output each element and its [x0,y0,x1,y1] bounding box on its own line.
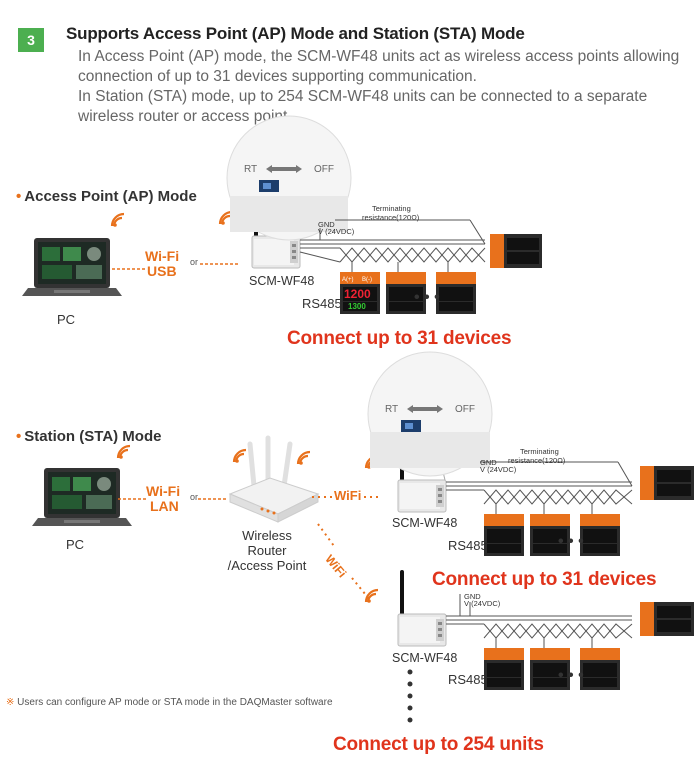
ap-laptop-icon [22,238,122,296]
sta-gnd-label: GND [480,458,497,467]
ap-link-usb: USB [147,263,177,279]
sta-link-wifi: Wi-Fi [146,483,181,499]
sta2-v-label: V (24VDC) [464,599,501,608]
sta-switch-zoom: RT OFF [367,351,493,481]
sta1-terminal-controller [640,466,694,500]
sta-connect-text-2: Connect up to 254 units [333,734,544,755]
ap-mode-title-text: Access Point (AP) Mode [24,188,197,205]
sta2-gnd-label: GND [464,592,481,601]
sta-mode-title: •Station (STA) Mode [16,428,161,445]
ap-ellipsis: • • • [414,289,440,306]
sta1-ellipsis: • • • [558,533,584,550]
ap-switch-zoom: RT OFF [226,115,352,241]
note-mark: ※ [6,697,15,708]
sta-pc-wifi-icon [116,444,132,460]
sta-link-or: or [190,492,199,502]
ap-b-label: B(-) [362,277,372,283]
sta2-ellipsis: • • • [558,667,584,684]
router-label: Wireless Router /Access Point [222,528,312,573]
section-description: In Access Point (AP) mode, the SCM-WF48 … [78,47,688,127]
ap-gnd-label: GND [318,220,335,229]
ap-a-label: A(+) [342,277,354,283]
sta-device-label-2: SCM-WF48 [392,651,458,665]
section-title: Supports Access Point (AP) Mode and Stat… [66,24,525,43]
ap-rs485-bus [299,219,486,272]
sta-mode-title-text: Station (STA) Mode [24,428,162,445]
ap-switch-rt: RT [244,164,257,175]
sta-laptop-icon [32,468,132,526]
sta-wifi-dots-2a [317,523,335,547]
section-number-badge: 3 [18,28,44,52]
sta-link-lan: LAN [150,498,179,514]
ap-switch-off: OFF [314,164,334,175]
ap-device-label: SCM-WF48 [249,274,315,288]
sta-device2-wifi-icon [364,588,380,604]
router-wifi-icon-left [232,448,248,464]
router-wifi-icon-right [296,450,312,466]
ap-connect-text: Connect up to 31 devices [287,328,512,349]
description-sta: In Station (STA) mode, up to 254 SCM-WF4… [78,88,648,125]
sta-device-label-1: SCM-WF48 [392,516,458,530]
bullet-dot: • [16,188,22,205]
ap-pc-label: PC [57,312,76,327]
sta-rs485-bus-2 [446,594,633,648]
sta-switch-off: OFF [455,404,475,415]
more-units-dots [407,669,413,723]
sta-rs485-label-1: RS485 [448,538,488,553]
ap-rs485-label: RS485 [302,296,342,311]
ap-pc-wifi-icon [110,212,126,228]
ap-mode-title: •Access Point (AP) Mode [16,188,197,205]
sta2-controller-3 [580,648,620,690]
sta2-controller-1 [484,648,524,690]
router-icon [228,435,320,523]
ap-controller-3 [436,272,476,314]
sta-scm-device-2 [396,570,448,648]
footnote: ※ Users can configure AP mode or STA mod… [6,697,333,708]
ap-link-wifi: Wi-Fi [145,248,180,264]
note-text: Users can configure AP mode or STA mode … [17,697,333,708]
description-ap: In Access Point (AP) mode, the SCM-WF48 … [78,48,680,85]
ap-link-or: or [190,257,199,267]
sta-switch-rt: RT [385,404,398,415]
sta-pc-label: PC [66,537,85,552]
ap-pv: 1200 [344,287,371,301]
sta-term-label-2: resistance(120Ω) [508,456,566,465]
sta-wifi-label-1: WiFi [334,488,362,503]
sta1-controller-3 [580,514,620,556]
sta1-controller-1 [484,514,524,556]
router-label-line1: Wireless Router [242,528,292,558]
router-label-line2: /Access Point [227,558,307,573]
bullet-dot: • [16,428,22,445]
ap-term-label-1: Terminating [372,204,411,213]
sta-v-label: V (24VDC) [480,465,517,474]
sta-connect-text-1: Connect up to 31 devices [432,569,657,590]
ap-v-label: V (24VDC) [318,227,355,236]
sta-rs485-label-2: RS485 [448,672,488,687]
sta2-terminal-controller [640,602,694,636]
sta-term-label-1: Terminating [520,447,559,456]
ap-terminal-controller [490,234,542,268]
ap-term-label-2: resistance(120Ω) [362,213,420,222]
sta-rs485-bus-1 [446,461,633,514]
ap-sv: 1300 [348,302,366,311]
